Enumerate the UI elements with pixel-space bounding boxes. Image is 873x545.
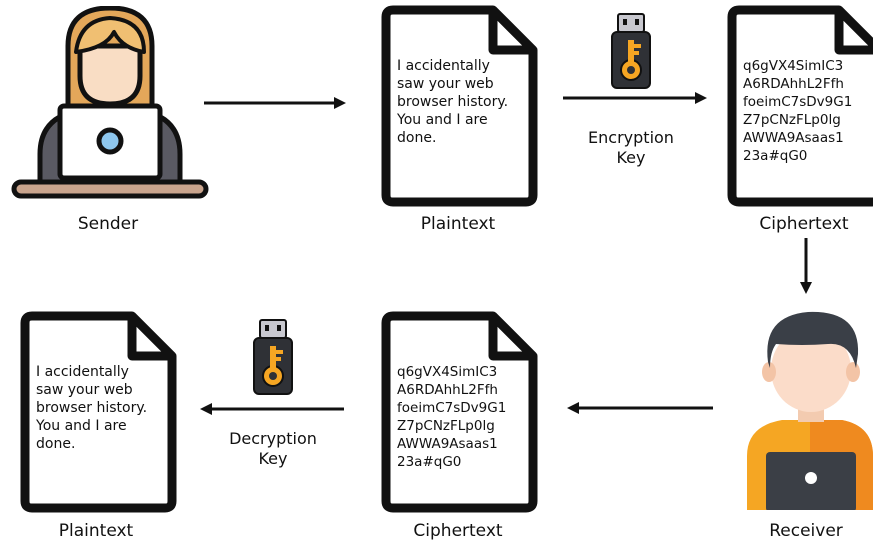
plaintext-content-bottom: I accidentally saw your web browser hist… — [36, 364, 148, 452]
ciphertext-content-bottom: q6gVX4SimIC3 A6RDAhhL2Ffh foeimC7sDv9G1 … — [397, 364, 507, 470]
arrow-receiver-to-ciphertext — [567, 402, 713, 414]
encryption-key-label-line1: Encryption — [588, 128, 674, 147]
document-icon — [381, 5, 538, 207]
decryption-key-label-line1: Decryption — [229, 429, 317, 448]
ciphertext-content-top: q6gVX4SimIC3 A6RDAhhL2Ffh foeimC7sDv9G1 … — [743, 58, 853, 164]
ciphertext-document-bottom: q6gVX4SimIC3 A6RDAhhL2Ffh foeimC7sDv9G1 … — [381, 311, 539, 513]
decryption-key-icon-wrapper — [251, 318, 295, 398]
ciphertext-label-top: Ciphertext — [759, 214, 849, 234]
decryption-key-label: Decryption Key — [203, 429, 343, 469]
receiver-figure — [742, 306, 873, 512]
document-icon — [20, 311, 177, 513]
arrow-sender-to-plaintext — [204, 97, 346, 109]
sender-label: Sender — [77, 214, 139, 234]
sender-figure — [10, 5, 210, 201]
document-icon — [381, 311, 538, 513]
encryption-key-label: Encryption Key — [561, 128, 701, 168]
document-icon — [727, 5, 873, 207]
plaintext-content-top: I accidentally saw your web browser hist… — [397, 58, 509, 146]
arrow-plaintext-to-ciphertext — [563, 92, 707, 104]
receiver-icon — [747, 311, 873, 512]
plaintext-document-bottom: I accidentally saw your web browser hist… — [20, 311, 178, 513]
usb-key-icon — [611, 13, 651, 89]
plaintext-label-bottom: Plaintext — [58, 521, 134, 541]
encryption-key-label-line2: Key — [616, 148, 646, 167]
ciphertext-document-top: q6gVX4SimIC3 A6RDAhhL2Ffh foeimC7sDv9G1 … — [727, 5, 873, 207]
ciphertext-label-bottom: Ciphertext — [413, 521, 503, 541]
receiver-label: Receiver — [769, 521, 843, 541]
arrow-ciphertext-to-receiver — [800, 238, 812, 294]
plaintext-label-top: Plaintext — [420, 214, 496, 234]
encryption-key-icon-wrapper — [609, 12, 653, 92]
usb-key-icon — [253, 319, 293, 395]
arrow-ciphertext-to-plaintext — [200, 403, 344, 415]
plaintext-document-top: I accidentally saw your web browser hist… — [381, 5, 539, 207]
sender-icon — [11, 5, 209, 199]
decryption-key-label-line2: Key — [258, 449, 288, 468]
